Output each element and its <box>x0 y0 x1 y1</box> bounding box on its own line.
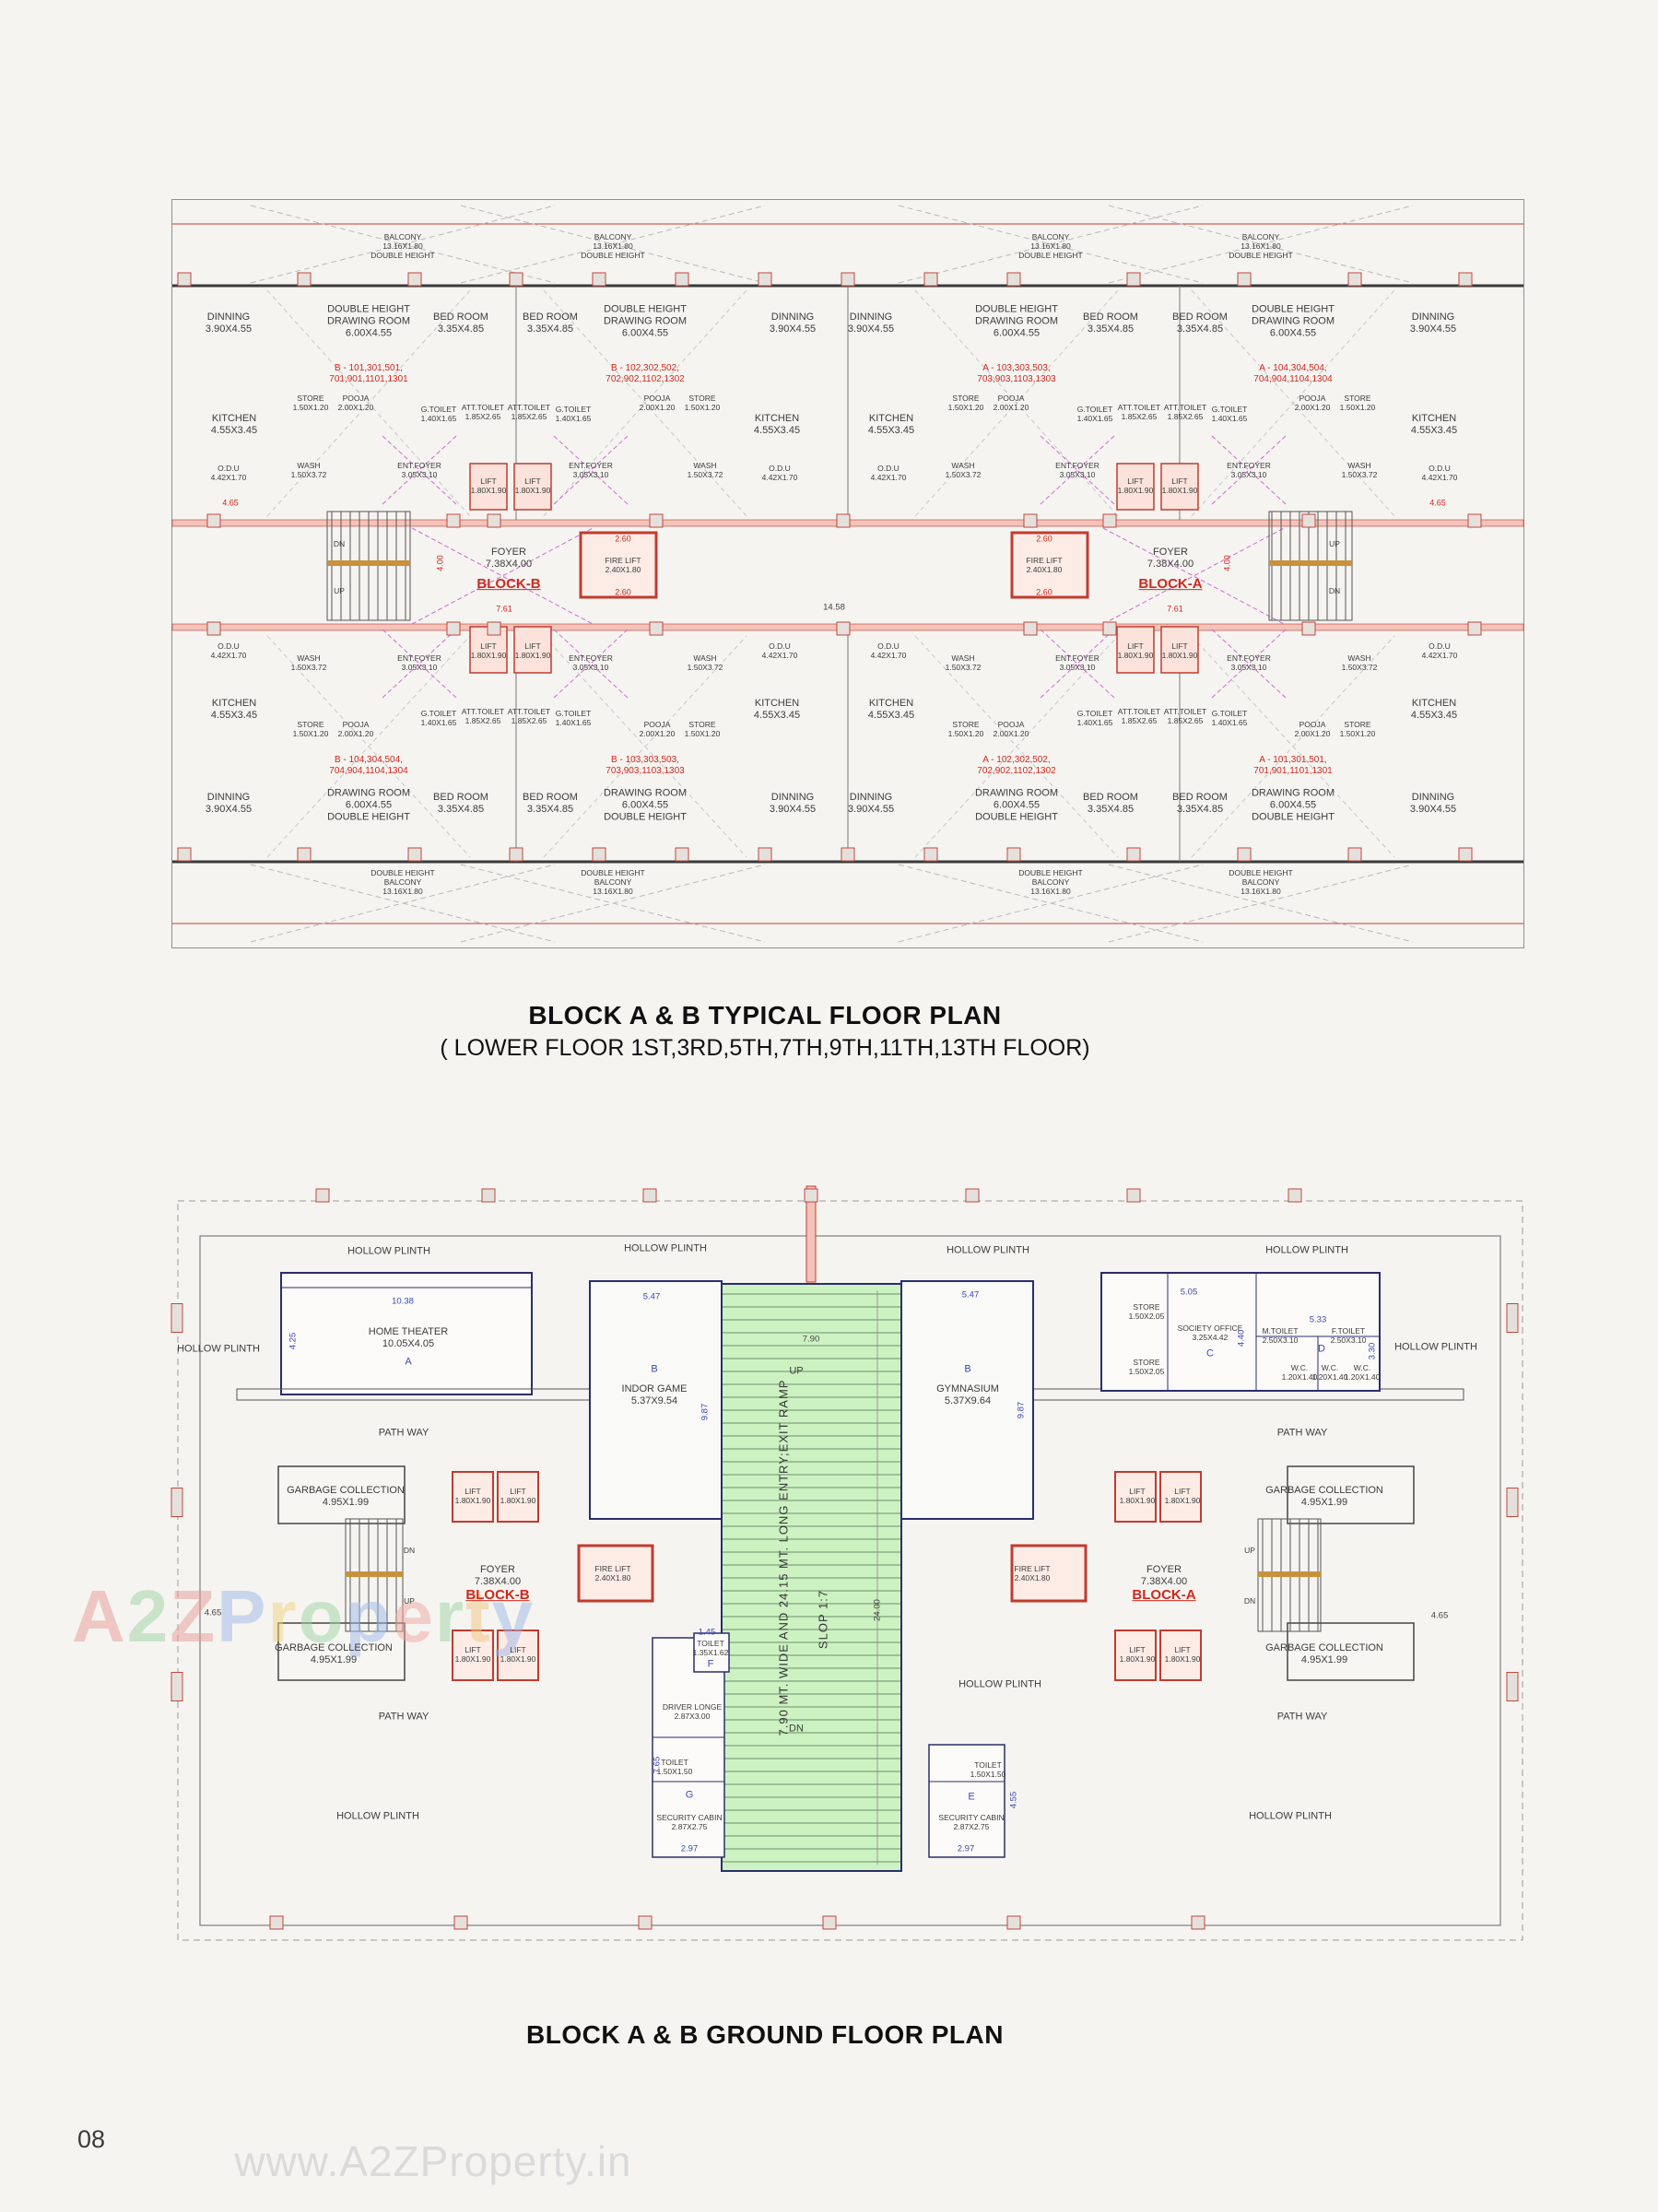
home-theater-room <box>280 1272 533 1395</box>
watermark-letter: y <box>491 1575 535 1657</box>
society-office-block <box>1100 1272 1381 1392</box>
typical-plan-caption: BLOCK A & B TYPICAL FLOOR PLAN ( LOWER F… <box>0 1001 1530 1062</box>
ground-floor-plan <box>171 1184 1530 1954</box>
gymnasium-room <box>900 1280 1034 1520</box>
watermark-letter: A <box>72 1575 127 1657</box>
watermark-letter: t <box>465 1575 492 1657</box>
entry-exit-ramp <box>721 1283 902 1872</box>
typical-floor-plan <box>171 198 1525 949</box>
fire-lift-shaft <box>1010 531 1089 599</box>
watermark-letter: p <box>345 1575 393 1657</box>
watermark-letter: r <box>267 1575 299 1657</box>
plan-title-typical: BLOCK A & B TYPICAL FLOOR PLAN <box>528 1001 1002 1030</box>
security-cabin-block <box>928 1744 1005 1858</box>
footer-watermark: www.A2ZProperty.in <box>234 2137 632 2185</box>
garbage-collection-rooms <box>277 1465 1415 1681</box>
page-number: 08 <box>77 2125 106 2153</box>
typical-plan-drawing <box>171 199 1524 948</box>
lift-shafts <box>452 1471 1202 1681</box>
ground-plan-drawing <box>177 1185 1523 1941</box>
fire-lift-shaft <box>1010 1544 1088 1603</box>
watermark-letter: Z <box>170 1575 218 1657</box>
watermark-letter: e <box>392 1575 435 1657</box>
toilet-room <box>693 1632 730 1673</box>
indoor-game-room <box>589 1280 723 1520</box>
watermark-letter: 2 <box>126 1575 171 1657</box>
plan-subtitle-typical: ( LOWER FLOOR 1ST,3RD,5TH,7TH,9TH,11TH,1… <box>440 1035 1090 1061</box>
lift-shafts <box>469 463 1199 674</box>
driver-lounge-block <box>652 1637 725 1858</box>
watermark-letter: P <box>217 1575 268 1657</box>
fire-lift-shaft <box>579 531 658 599</box>
fire-lift-shaft <box>577 1544 654 1603</box>
watermark-letter: o <box>298 1575 346 1657</box>
plan-title-ground: BLOCK A & B GROUND FLOOR PLAN <box>526 2020 1004 2049</box>
watermark-letter: r <box>434 1575 466 1657</box>
